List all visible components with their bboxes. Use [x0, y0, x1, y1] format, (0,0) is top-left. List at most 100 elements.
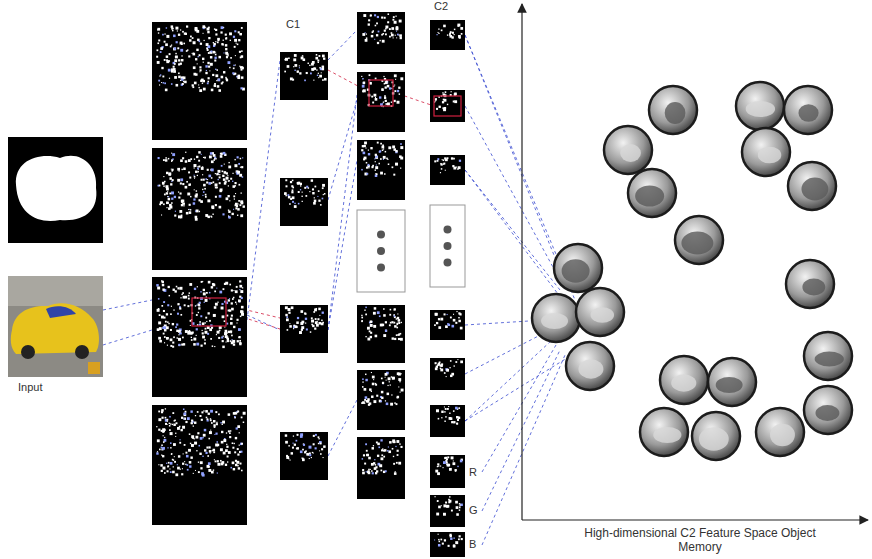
feature-dot [398, 378, 401, 381]
feature-map [357, 370, 405, 430]
feature-map [152, 405, 247, 525]
feature-dot [224, 283, 226, 285]
feature-dot [219, 176, 221, 178]
feature-dot [302, 192, 303, 193]
feature-dot [448, 406, 449, 407]
memory-sphere [554, 244, 602, 292]
feature-dot [364, 388, 367, 391]
feature-dot [447, 505, 450, 508]
feature-dot [385, 151, 387, 153]
feature-dot [373, 325, 376, 328]
feature-dot [322, 68, 324, 70]
feature-dot [158, 411, 160, 413]
feature-dot [187, 469, 189, 471]
feature-dot [381, 391, 383, 393]
feature-dot [387, 102, 390, 105]
feature-dot [458, 35, 461, 38]
feature-dot [211, 169, 214, 172]
feature-dot [195, 305, 196, 306]
feature-dot [305, 323, 306, 324]
feature-dot [241, 76, 243, 78]
feature-dot [156, 284, 158, 286]
stage-label: C2 [434, 0, 464, 13]
feature-dot [238, 184, 240, 186]
object-view [620, 144, 641, 162]
feature-dot [167, 321, 168, 322]
feature-dot [196, 328, 198, 330]
feature-dot [156, 426, 157, 427]
feature-dot [209, 431, 212, 434]
feature-dot [435, 470, 438, 473]
feature-dot [179, 439, 180, 440]
feature-dot [216, 441, 217, 442]
feature-dot [204, 157, 206, 159]
memory-sphere [532, 294, 580, 342]
feature-dot [167, 420, 168, 421]
feature-dot [182, 31, 184, 33]
mask-image [8, 137, 103, 243]
feature-dot [189, 39, 191, 41]
feature-dot [292, 443, 293, 444]
feature-dot [393, 377, 395, 379]
feature-dot [395, 16, 396, 17]
memory-sphere [784, 86, 832, 134]
feature-dot [397, 101, 400, 104]
feature-dot [456, 423, 458, 425]
feature-dot [178, 72, 180, 74]
feature-dot [366, 33, 367, 34]
feature-dot [397, 454, 399, 456]
feature-dot [225, 52, 228, 55]
feature-dot [215, 183, 218, 186]
feature-dot [203, 88, 206, 91]
feature-dot [438, 539, 439, 540]
feature-dot [219, 190, 221, 192]
feature-dot [173, 443, 176, 446]
feature-dot [306, 72, 308, 74]
feature-dot [444, 372, 446, 374]
memory-sphere [640, 408, 688, 456]
feature-dot [226, 79, 228, 81]
feature-dot [203, 184, 206, 187]
feature-dot [289, 460, 290, 461]
feature-dot [163, 301, 165, 303]
feature-dot [158, 429, 160, 431]
feature-map [357, 72, 405, 132]
feature-dot [285, 193, 286, 194]
feature-dot [226, 444, 227, 445]
feature-dot [167, 345, 168, 346]
feature-dot [393, 463, 395, 465]
feature-dot [459, 160, 461, 162]
feature-dot [217, 41, 219, 43]
feature-dot [366, 471, 367, 472]
feature-dot [305, 318, 307, 320]
feature-dot [196, 209, 199, 212]
feature-dot [206, 446, 208, 448]
feature-dot [182, 157, 184, 159]
feature-dot [396, 28, 397, 29]
feature-dot [191, 435, 194, 438]
feature-dot [229, 32, 232, 35]
feature-dot [190, 320, 192, 322]
feature-dot [182, 292, 184, 294]
feature-dot [178, 338, 181, 341]
memory-sphere [742, 128, 790, 176]
feature-dot [199, 54, 201, 56]
feature-dot [157, 61, 160, 64]
feature-dot [385, 103, 387, 105]
feature-dot [297, 434, 298, 435]
feature-dot [167, 191, 168, 192]
feature-dot [438, 32, 439, 33]
feature-dot [219, 182, 221, 184]
feature-dot [228, 55, 229, 56]
feature-dot [202, 332, 204, 334]
feature-dot [237, 454, 239, 456]
feature-dot [373, 445, 374, 446]
feature-dot [361, 317, 363, 319]
feature-dot [162, 428, 165, 431]
feature-dot [292, 196, 295, 199]
feature-dot [367, 470, 369, 472]
feature-dot [453, 319, 456, 322]
feature-dot [195, 27, 198, 30]
feature-dot [400, 37, 402, 39]
feature-dot [228, 209, 229, 210]
